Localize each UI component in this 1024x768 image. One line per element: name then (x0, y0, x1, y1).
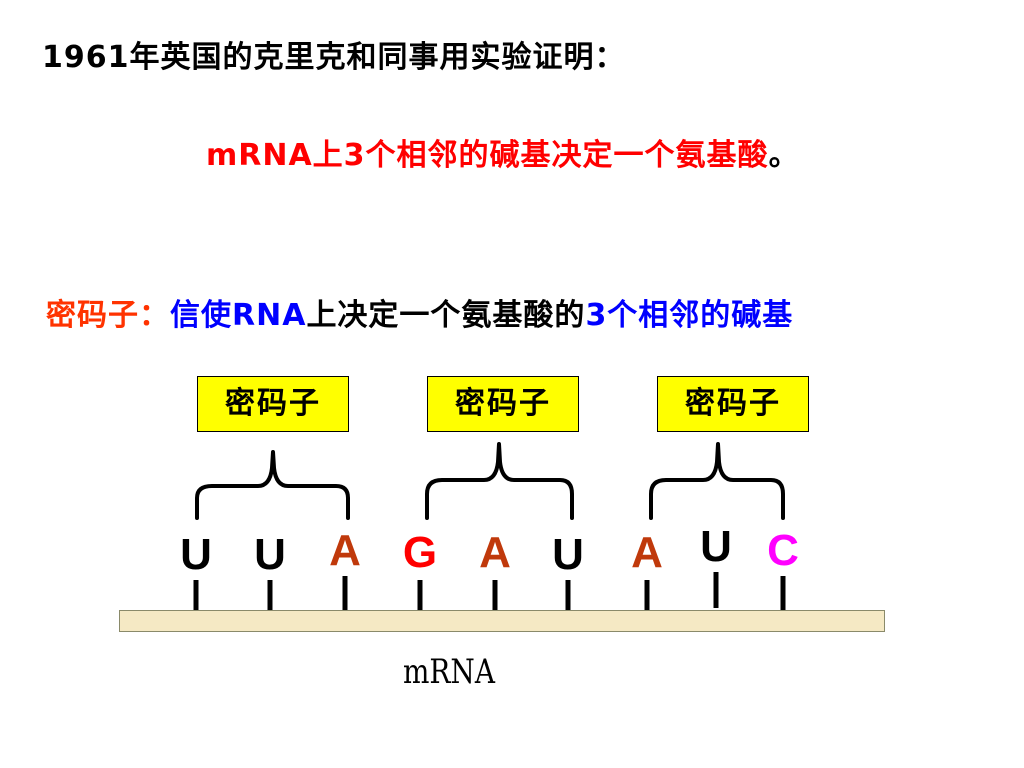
codon-box-1: 密码子 (197, 376, 349, 432)
base-9: C (767, 526, 799, 575)
base-6: U (552, 530, 584, 579)
conclusion-period: 。 (768, 138, 800, 173)
definition-part-1: 信使RNA (170, 298, 307, 333)
base-4: G (402, 528, 438, 577)
codon-box-2: 密码子 (427, 376, 579, 432)
codon-definition: 密码子：信使RNA上决定一个氨基酸的3个相邻的碱基 (46, 298, 793, 334)
definition-part-2: 上决定一个氨基酸的 (306, 298, 586, 333)
definition-part-3: 3个相邻的碱基 (585, 298, 794, 333)
base-stems (193, 572, 786, 612)
codon-brace-2 (425, 442, 574, 520)
conclusion-text: mRNA上3个相邻的碱基决定一个氨基酸 (206, 138, 769, 173)
mrna-label: mRNA (403, 652, 495, 692)
base-2: U (254, 530, 286, 579)
codon-brace-1 (195, 450, 350, 520)
base-3: A (329, 526, 361, 575)
intro-text: 1961年英国的克里克和同事用实验证明： (42, 40, 626, 75)
base-5: A (479, 528, 511, 577)
base-7: A (631, 528, 663, 577)
base-8: U (700, 522, 732, 571)
codon-brace-3 (649, 442, 785, 520)
base-1: U (180, 530, 212, 579)
intro-line: 1961年英国的克里克和同事用实验证明： (42, 40, 626, 76)
codon-box-3: 密码子 (657, 376, 809, 432)
definition-term: 密码子： (46, 298, 170, 333)
conclusion-line: mRNA上3个相邻的碱基决定一个氨基酸。 (206, 138, 800, 174)
mrna-strand (119, 610, 885, 632)
